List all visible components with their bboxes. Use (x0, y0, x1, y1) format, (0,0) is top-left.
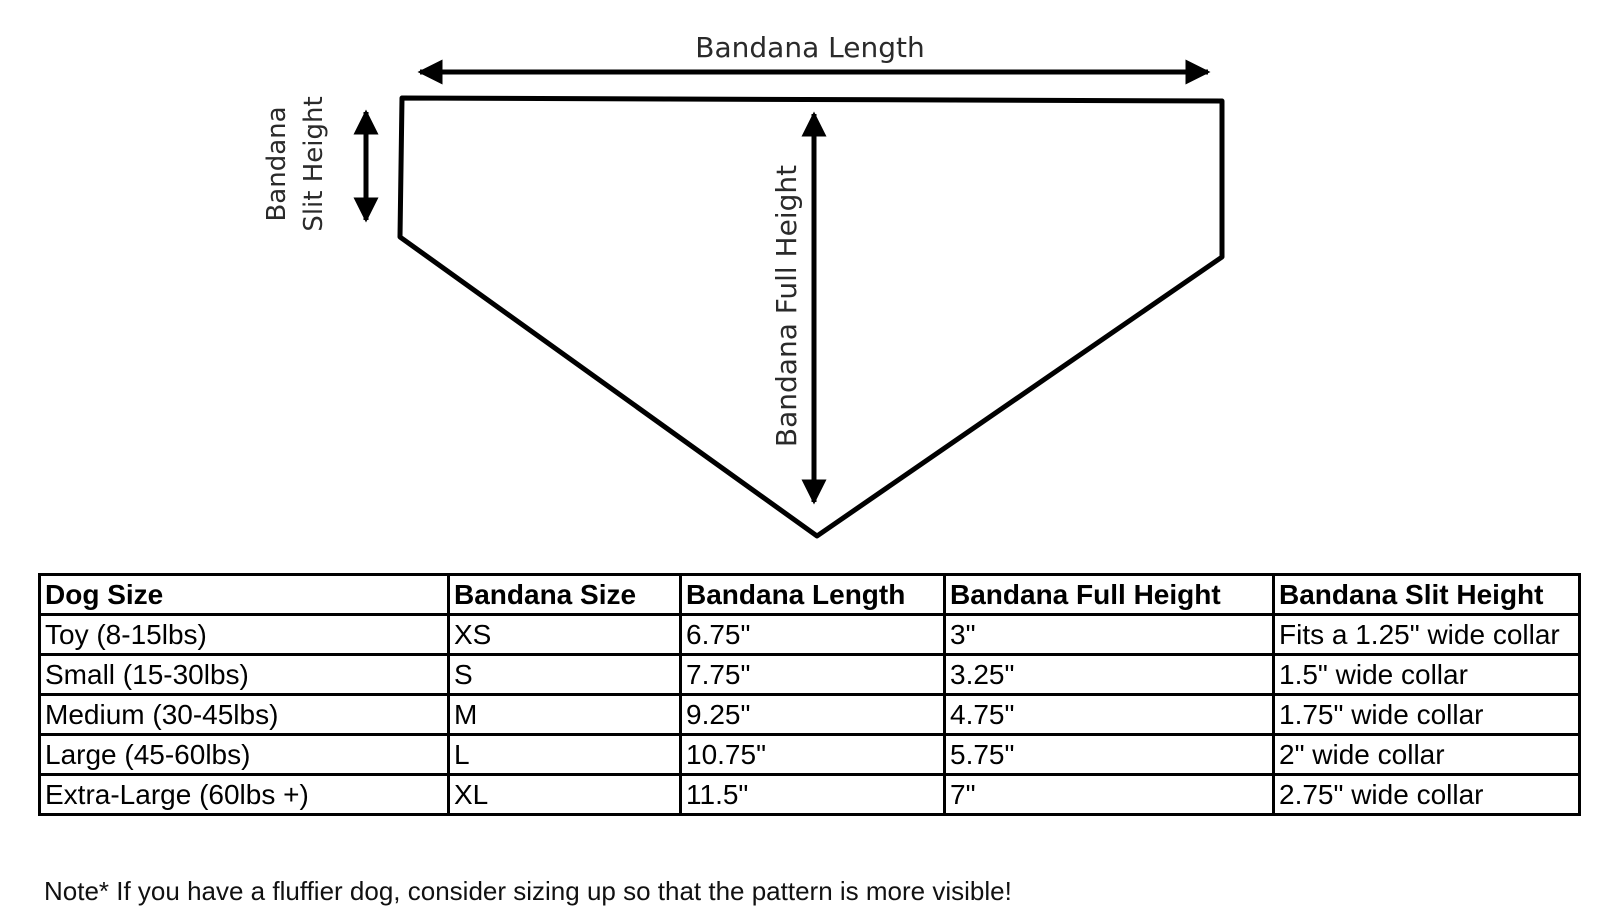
cell-bandana-size: S (447, 653, 682, 696)
cell-bandana-slit-height: 2.75" wide collar (1272, 773, 1581, 816)
cell-dog-size: Extra-Large (60lbs +) (38, 773, 450, 816)
cell-dog-size: Medium (30-45lbs) (38, 693, 450, 736)
slit-height-label-line1: Bandana (262, 106, 292, 221)
header-bandana-slit-height: Bandana Slit Height (1272, 573, 1581, 616)
cell-bandana-full-height: 7" (943, 773, 1275, 816)
cell-bandana-size: XL (447, 773, 682, 816)
table-row: Extra-Large (60lbs +) XL 11.5" 7" 2.75" … (38, 773, 1581, 816)
table-header-row: Dog Size Bandana Size Bandana Length Ban… (38, 573, 1581, 616)
cell-dog-size: Large (45-60lbs) (38, 733, 450, 776)
slit-height-label-line2: Slit Height (299, 96, 329, 231)
cell-bandana-size: L (447, 733, 682, 776)
length-label: Bandana Length (695, 31, 924, 64)
cell-bandana-length: 10.75" (679, 733, 946, 776)
cell-bandana-full-height: 3" (943, 613, 1275, 656)
cell-bandana-slit-height: 1.75" wide collar (1272, 693, 1581, 736)
table-row: Toy (8-15lbs) XS 6.75" 3" Fits a 1.25" w… (38, 613, 1581, 656)
cell-bandana-full-height: 4.75" (943, 693, 1275, 736)
cell-bandana-length: 6.75" (679, 613, 946, 656)
header-bandana-full-height: Bandana Full Height (943, 573, 1275, 616)
table-row: Medium (30-45lbs) M 9.25" 4.75" 1.75" wi… (38, 693, 1581, 736)
cell-bandana-full-height: 3.25" (943, 653, 1275, 696)
header-bandana-size: Bandana Size (447, 573, 682, 616)
cell-bandana-length: 9.25" (679, 693, 946, 736)
table-row: Small (15-30lbs) S 7.75" 3.25" 1.5" wide… (38, 653, 1581, 696)
cell-dog-size: Toy (8-15lbs) (38, 613, 450, 656)
header-dog-size: Dog Size (38, 573, 450, 616)
cell-bandana-length: 7.75" (679, 653, 946, 696)
cell-bandana-slit-height: Fits a 1.25" wide collar (1272, 613, 1581, 656)
sizing-note: Note* If you have a fluffier dog, consid… (44, 876, 1012, 906)
cell-bandana-slit-height: 1.5" wide collar (1272, 653, 1581, 696)
cell-dog-size: Small (15-30lbs) (38, 653, 450, 696)
table-row: Large (45-60lbs) L 10.75" 5.75" 2" wide … (38, 733, 1581, 776)
cell-bandana-length: 11.5" (679, 773, 946, 816)
cell-bandana-full-height: 5.75" (943, 733, 1275, 776)
bandana-diagram: Bandana Length Bandana Full Height Banda… (262, 31, 1225, 539)
bandana-outline (397, 95, 1225, 539)
size-chart-table: Dog Size Bandana Size Bandana Length Ban… (38, 573, 1581, 816)
cell-bandana-slit-height: 2" wide collar (1272, 733, 1581, 776)
header-bandana-length: Bandana Length (679, 573, 946, 616)
cell-bandana-size: XS (447, 613, 682, 656)
full-height-label: Bandana Full Height (770, 165, 803, 447)
cell-bandana-size: M (447, 693, 682, 736)
